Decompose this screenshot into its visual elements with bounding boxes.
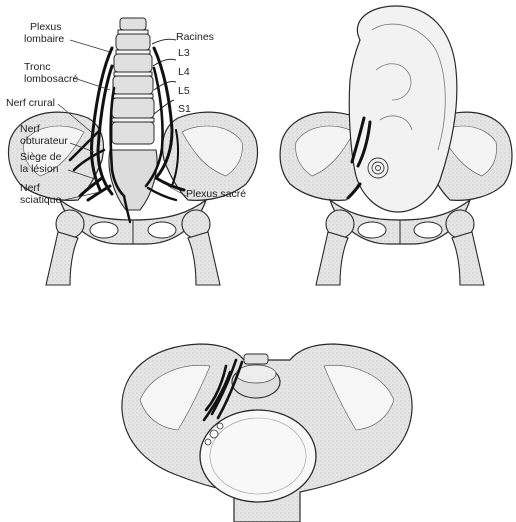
right-femur: [182, 210, 220, 285]
label-racines: Racines: [176, 32, 214, 43]
lumbar-spine: [112, 18, 154, 144]
left-femur: [46, 210, 84, 285]
label-tronc-1: Tronc: [24, 62, 50, 73]
label-l5: L5: [178, 86, 190, 97]
label-l3: L3: [178, 48, 190, 59]
label-nerf-sciatique-1: Nerf: [20, 183, 40, 194]
label-siege-1: Siège de: [20, 152, 61, 163]
label-tronc-2: lombosacré: [24, 74, 78, 85]
panel-anterior-uterus: [280, 6, 512, 285]
label-l4: L4: [178, 67, 190, 78]
label-siege-2: la lésion: [20, 164, 59, 175]
label-nerf-obturateur-1: Nerf: [20, 124, 40, 135]
label-nerf-crural: Nerf crural: [6, 98, 55, 109]
uterus-superior: [200, 410, 316, 502]
panel-superior-view: [122, 344, 412, 522]
label-nerf-sciatique-2: sciatique: [20, 195, 61, 206]
label-plexus-sacre: Plexus sacré: [186, 189, 246, 200]
label-s1: S1: [178, 104, 191, 115]
label-nerf-obturateur-2: obturateur: [20, 136, 68, 147]
label-plexus-lombaire-2: lombaire: [24, 34, 64, 45]
label-plexus-lombaire-1: Plexus: [30, 22, 62, 33]
